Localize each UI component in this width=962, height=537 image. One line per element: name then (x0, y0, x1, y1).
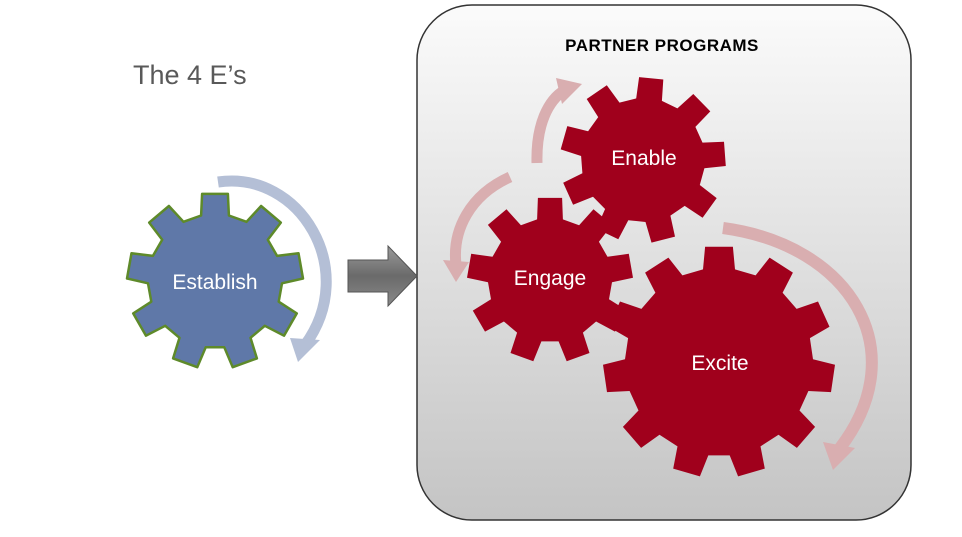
diagram-title: The 4 E’s (133, 60, 247, 90)
enable-cycle-arrowhead (556, 78, 582, 104)
gear-engage-label: Engage (514, 267, 586, 290)
excite-cycle-arrowhead (823, 442, 855, 470)
excite-gear-icon (603, 246, 835, 477)
gear-establish-label: Establish (172, 271, 257, 294)
connector-arrow (347, 244, 418, 308)
gear-excite-label: Excite (691, 352, 748, 375)
establish-cycle-arrow (217, 175, 332, 349)
gear-excite: Excite (603, 246, 835, 477)
gear-enable-label: Enable (611, 147, 676, 170)
engage-gear-icon (467, 197, 633, 362)
engage-cycle-arrow (449, 171, 513, 266)
establish-gear-icon (125, 192, 305, 369)
excite-cycle-arrow (722, 222, 878, 452)
engage-cycle-arrowhead (443, 260, 469, 282)
gear-establish: Establish (125, 192, 305, 369)
enable-gear-icon (560, 77, 726, 243)
gear-enable: Enable (560, 77, 726, 243)
establish-cycle-arrowhead (290, 338, 320, 362)
gear-engage: Engage (467, 197, 633, 362)
panel-title: PARTNER PROGRAMS (565, 36, 759, 55)
